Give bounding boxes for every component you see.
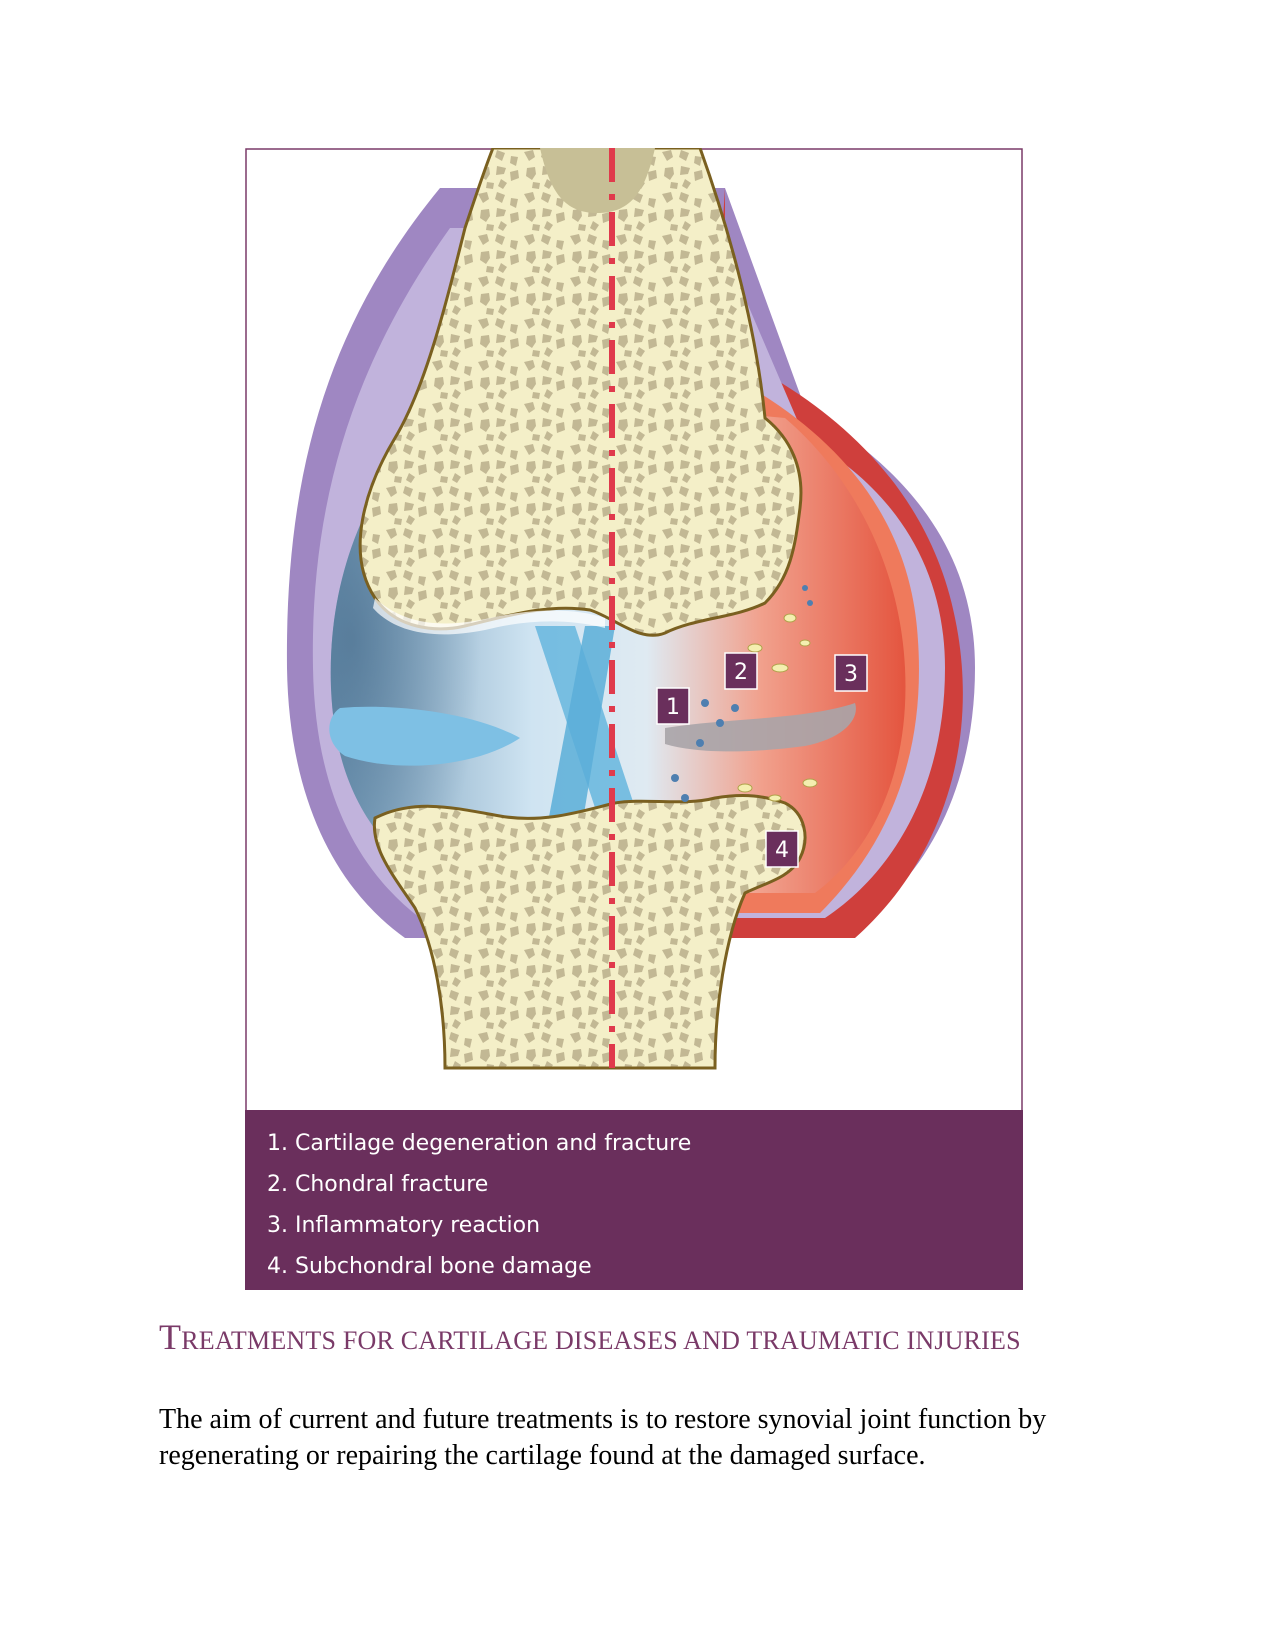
marker-1: 1 [656,687,690,725]
debris-particles [671,585,818,802]
tibia [372,794,807,1070]
legend-item-3: 3. Inflammatory reaction [267,1213,540,1238]
femur [358,148,803,637]
joint-illustration: 1 2 3 4 1. Cartilage degeneration and fr… [245,148,1023,1290]
legend-item-2: 2. Chondral fracture [267,1172,488,1197]
marker-3: 3 [834,654,868,692]
svg-text:4: 4 [775,838,789,863]
meniscus-left [329,706,520,766]
svg-text:1: 1 [666,695,680,720]
ligament [545,626,615,838]
legend-item-1: 1. Cartilage degeneration and fracture [267,1131,691,1156]
svg-text:2: 2 [734,660,748,685]
marrow-cavity [540,148,655,213]
heading-initial: T [159,1317,182,1357]
legend-item-4: 4. Subchondral bone damage [267,1254,592,1279]
svg-text:3: 3 [844,662,858,687]
legend-panel [245,1110,1023,1290]
marker-4: 4 [765,830,799,868]
section-heading: Treatments for cartilage diseases and tr… [159,1318,1159,1360]
heading-rest: reatments for cartilage diseases and tra… [181,1326,1021,1355]
meniscus-right-damaged [665,703,856,752]
marker-2: 2 [724,652,758,690]
body-paragraph: The aim of current and future treatments… [159,1404,1047,1471]
